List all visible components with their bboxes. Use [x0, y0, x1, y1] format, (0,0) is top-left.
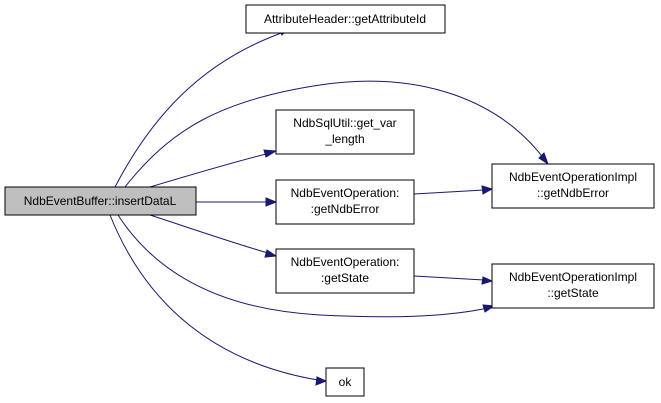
node-op-get-state[interactable]: NdbEventOperation: :getState [275, 248, 415, 294]
edge-root-to-get-var-length-arrow [263, 149, 278, 158]
edge-root-to-impl-get-state-arrow [482, 304, 496, 313]
node-impl-get-state-label-1: NdbEventOperationImpl [509, 270, 637, 284]
edge-root-to-op-get-ndb-error-arrow [265, 197, 278, 207]
node-op-get-ndb-error[interactable]: NdbEventOperation: :getNdbError [275, 179, 415, 225]
node-get-attribute-id-label: AttributeHeader::getAttributeId [264, 12, 426, 26]
node-op-get-ndb-error-label-2: :getNdbError [311, 202, 380, 216]
edge-root-to-impl-get-ndb-error [124, 80, 546, 188]
node-impl-get-ndb-error[interactable]: NdbEventOperationImpl ::getNdbError [491, 163, 655, 209]
node-impl-get-state[interactable]: NdbEventOperationImpl ::getState [491, 263, 655, 309]
edge-root-to-op-get-state [149, 214, 269, 254]
node-op-get-state-label-2: :getState [321, 271, 369, 285]
node-impl-get-state-label-2: ::getState [547, 286, 599, 300]
node-get-var-length-label-1: NdbSqlUtil::get_var [293, 116, 396, 130]
edge-root-to-ok-arrow [315, 376, 328, 386]
edge-op-get-ndb-error-to-impl-get-ndb-error [413, 189, 485, 195]
edge-root-to-op-get-state-arrow [264, 249, 278, 258]
edges [109, 24, 549, 386]
node-op-get-ndb-error-label-1: NdbEventOperation: [291, 186, 400, 200]
node-impl-get-ndb-error-label-2: ::getNdbError [537, 186, 609, 200]
node-ok[interactable]: ok [325, 367, 365, 397]
edge-root-to-get-var-length [149, 152, 271, 188]
node-impl-get-ndb-error-label-1: NdbEventOperationImpl [509, 170, 637, 184]
edge-root-to-impl-get-state [117, 214, 489, 318]
edge-root-to-impl-get-ndb-error-arrow [538, 152, 549, 166]
node-root[interactable]: NdbEventBuffer::insertDataL [4, 186, 197, 216]
edge-root-to-get-attribute-id [114, 29, 291, 188]
node-get-var-length[interactable]: NdbSqlUtil::get_var _length [275, 109, 415, 155]
edge-op-get-state-to-impl-get-state-arrow [481, 276, 494, 285]
edge-op-get-state-to-impl-get-state [413, 275, 485, 281]
node-ok-label: ok [339, 375, 353, 389]
edge-root-to-ok [109, 214, 319, 381]
node-op-get-state-label-1: NdbEventOperation: [291, 255, 400, 269]
node-get-attribute-id[interactable]: AttributeHeader::getAttributeId [245, 4, 446, 34]
node-root-label: NdbEventBuffer::insertDataL [24, 194, 177, 208]
edge-op-get-ndb-error-to-impl-get-ndb-error-arrow [481, 185, 494, 195]
node-get-var-length-label-2: _length [324, 132, 364, 146]
